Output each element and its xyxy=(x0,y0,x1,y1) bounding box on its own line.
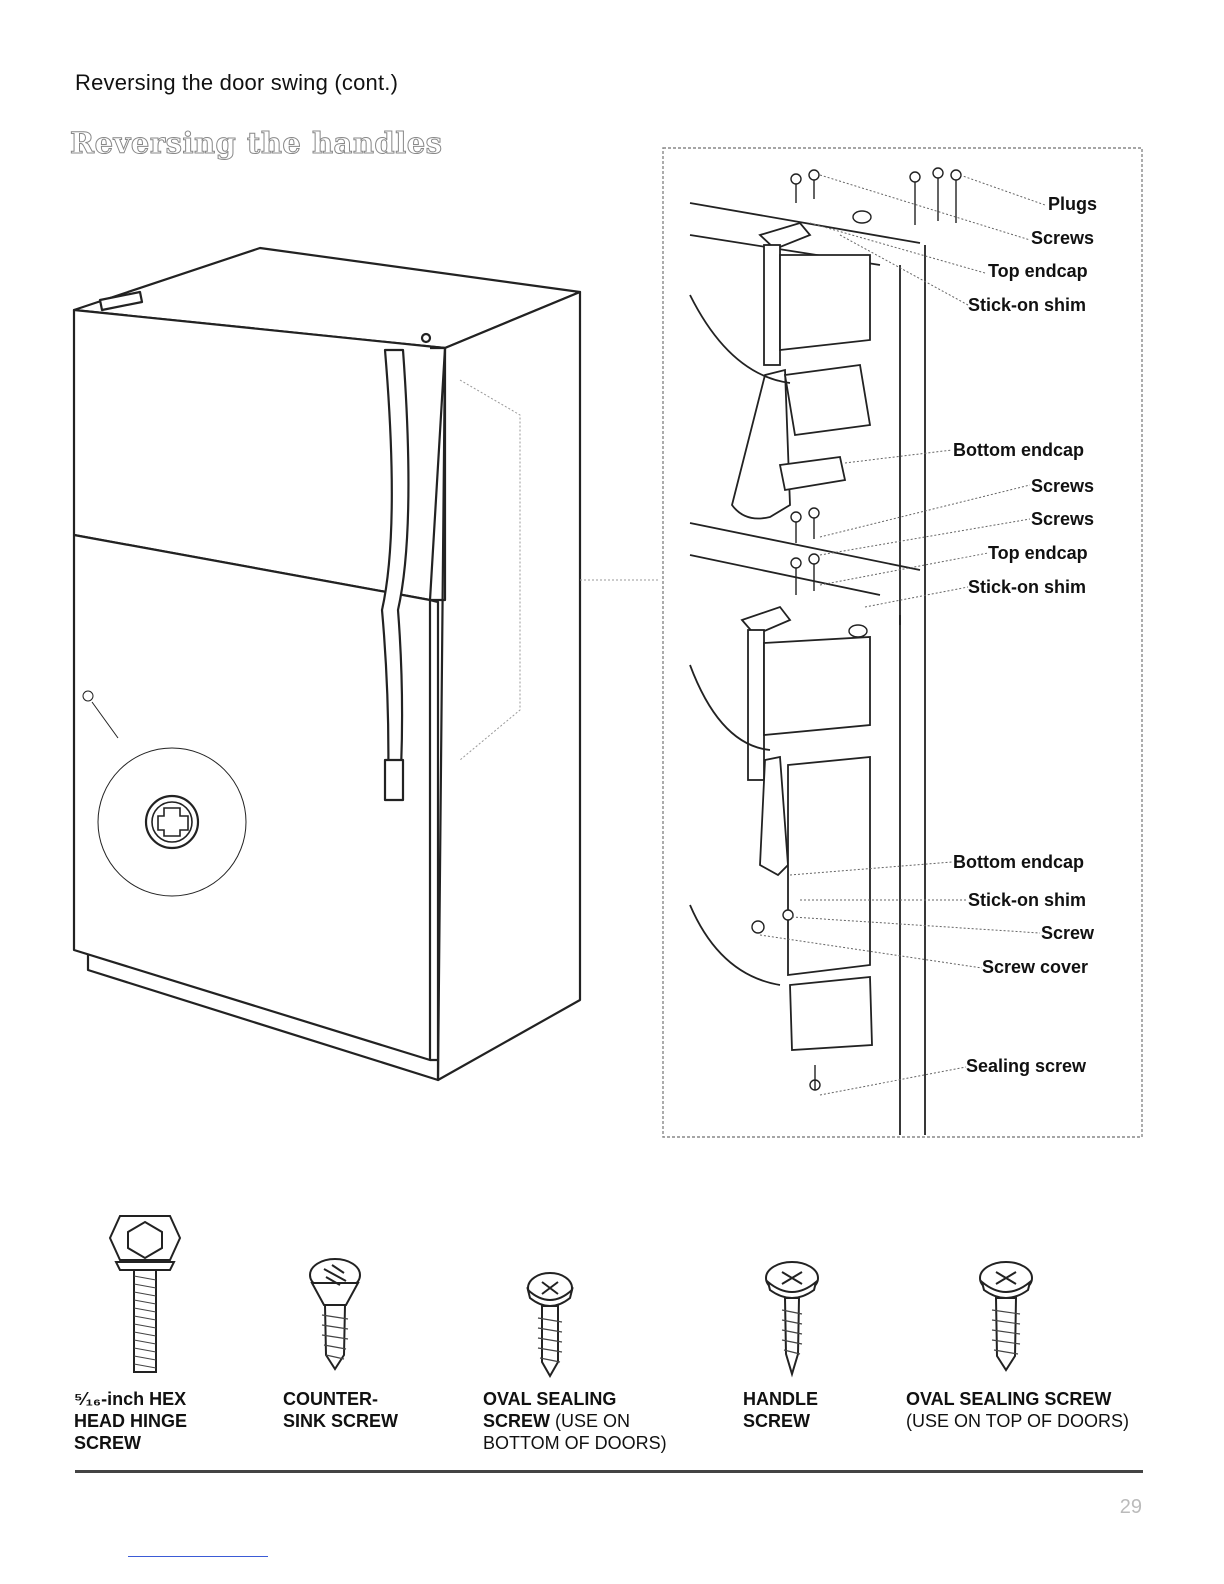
screw-label-oval-sealing-top: OVAL SEALING SCREW (USE ON TOP OF DOORS) xyxy=(906,1388,1129,1432)
footer-rule xyxy=(75,1470,1143,1473)
screw-label-line: SCREW xyxy=(74,1433,141,1453)
refrigerator-illustration xyxy=(72,246,660,1082)
callout-sealing-screw: Sealing screw xyxy=(966,1056,1087,1076)
callout-top-endcap: Top endcap xyxy=(988,543,1088,563)
callout-screws: Screws xyxy=(1031,476,1095,496)
section-heading: Reversing the handles xyxy=(70,126,443,161)
countersink-screw-icon xyxy=(309,1258,361,1371)
callout-stick-on-shim: Stick-on shim xyxy=(968,890,1087,910)
callout-screws: Screws xyxy=(1031,228,1095,248)
screw-label-line: SCREW xyxy=(483,1411,550,1431)
screw-label-hex-head: ⁵⁄₁₆-inch HEX HEAD HINGE SCREW xyxy=(74,1388,187,1454)
callout-screw-cover: Screw cover xyxy=(982,957,1089,977)
screw-label-line: HEAD HINGE xyxy=(74,1411,188,1431)
screw-label-line: SINK SCREW xyxy=(283,1411,399,1431)
screw-label-line: OVAL SEALING SCREW xyxy=(906,1389,1112,1409)
screw-label-line: OVAL SEALING xyxy=(483,1389,617,1409)
callout-bottom-endcap: Bottom endcap xyxy=(953,440,1085,460)
bottom-link-line xyxy=(128,1556,268,1557)
callout-screw: Screw xyxy=(1041,923,1095,943)
handle-screw-icon xyxy=(765,1261,819,1378)
callout-stick-on-shim: Stick-on shim xyxy=(968,295,1087,315)
screw-label-note: (USE ON TOP OF DOORS) xyxy=(906,1411,1130,1431)
callout-top-endcap: Top endcap xyxy=(988,261,1088,281)
hex-head-hinge-screw-icon xyxy=(108,1215,182,1373)
callout-bottom-endcap: Bottom endcap xyxy=(953,852,1085,872)
callout-stick-on-shim: Stick-on shim xyxy=(968,577,1087,597)
screw-label-line: HANDLE xyxy=(743,1389,818,1409)
screw-label-line: SCREW xyxy=(743,1411,810,1431)
screw-label-line: ⁵⁄₁₆-inch HEX xyxy=(74,1389,187,1409)
callout-screws: Screws xyxy=(1031,509,1095,529)
screw-label-note: (USE ON xyxy=(555,1411,631,1431)
handle-detail-diagram xyxy=(662,147,1143,1138)
page-title: Reversing the door swing (cont.) xyxy=(75,70,399,95)
screw-label-handle: HANDLE SCREW xyxy=(743,1388,818,1432)
screw-label-line: COUNTER- xyxy=(283,1389,378,1409)
screw-label-countersink: COUNTER- SINK SCREW xyxy=(283,1388,398,1432)
page-number: 29 xyxy=(1119,1496,1142,1518)
oval-sealing-screw-top-icon xyxy=(979,1261,1033,1372)
screw-label-note: BOTTOM OF DOORS) xyxy=(483,1433,667,1453)
screw-label-oval-sealing-bottom: OVAL SEALING SCREW (USE ON BOTTOM OF DOO… xyxy=(483,1388,667,1454)
callout-plugs: Plugs xyxy=(1048,194,1098,214)
oval-sealing-screw-bottom-icon xyxy=(526,1272,574,1379)
